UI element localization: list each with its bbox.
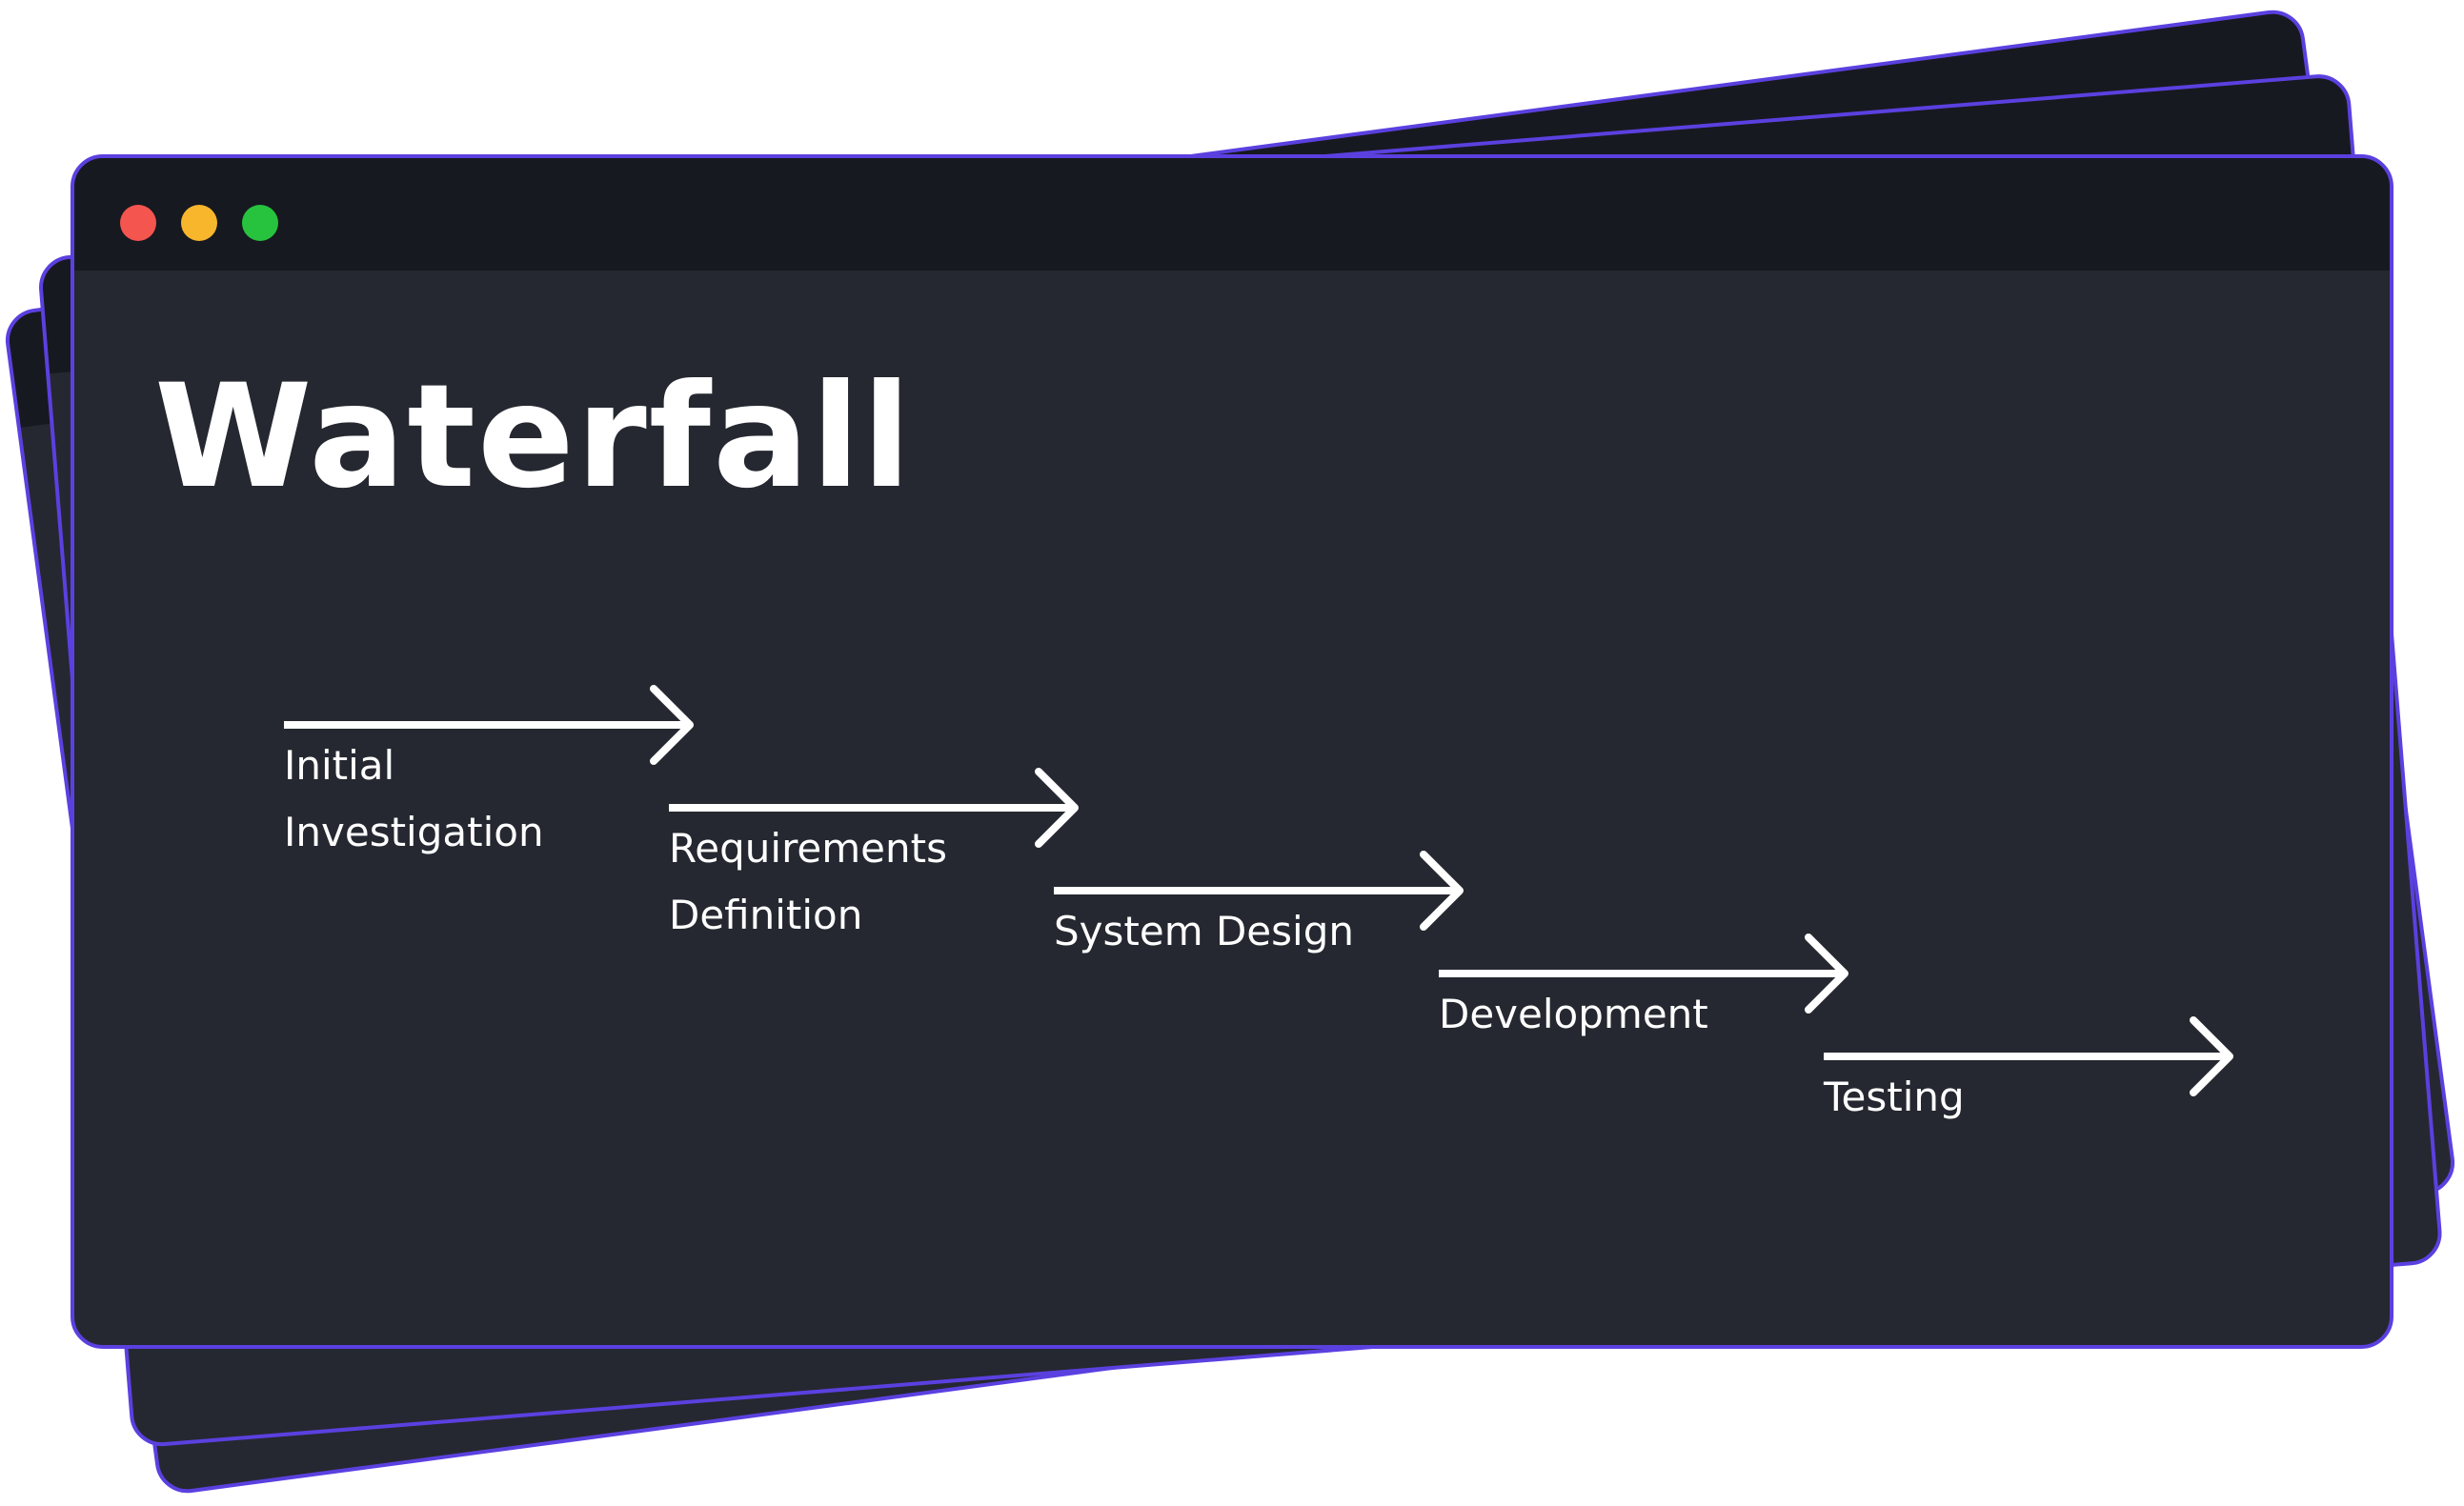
stage-label: System Design <box>1054 908 1354 954</box>
arrow-head <box>1035 768 1079 848</box>
stage-arrow <box>1054 851 1464 931</box>
stage-arrow <box>284 685 694 765</box>
maximize-button[interactable] <box>242 205 278 241</box>
close-button[interactable] <box>120 205 156 241</box>
page-title: Waterfall <box>154 354 914 520</box>
arrow-head <box>650 685 694 765</box>
stage-arrow <box>1439 934 1848 1014</box>
window-titlebar <box>74 158 2390 271</box>
waterfall-diagram <box>284 685 2233 1096</box>
stage-label: Initial Investigation <box>284 742 544 855</box>
arrow-head <box>2190 1016 2233 1096</box>
stage-label: Testing <box>1824 1074 1965 1120</box>
arrow-head <box>1805 934 1848 1014</box>
stage-arrow <box>669 768 1079 848</box>
stage-arrow <box>1824 1016 2233 1096</box>
stage-label: Development <box>1439 991 1708 1037</box>
arrow-head <box>1420 851 1464 931</box>
minimize-button[interactable] <box>181 205 217 241</box>
stage-label: Requirements Definition <box>669 825 947 938</box>
